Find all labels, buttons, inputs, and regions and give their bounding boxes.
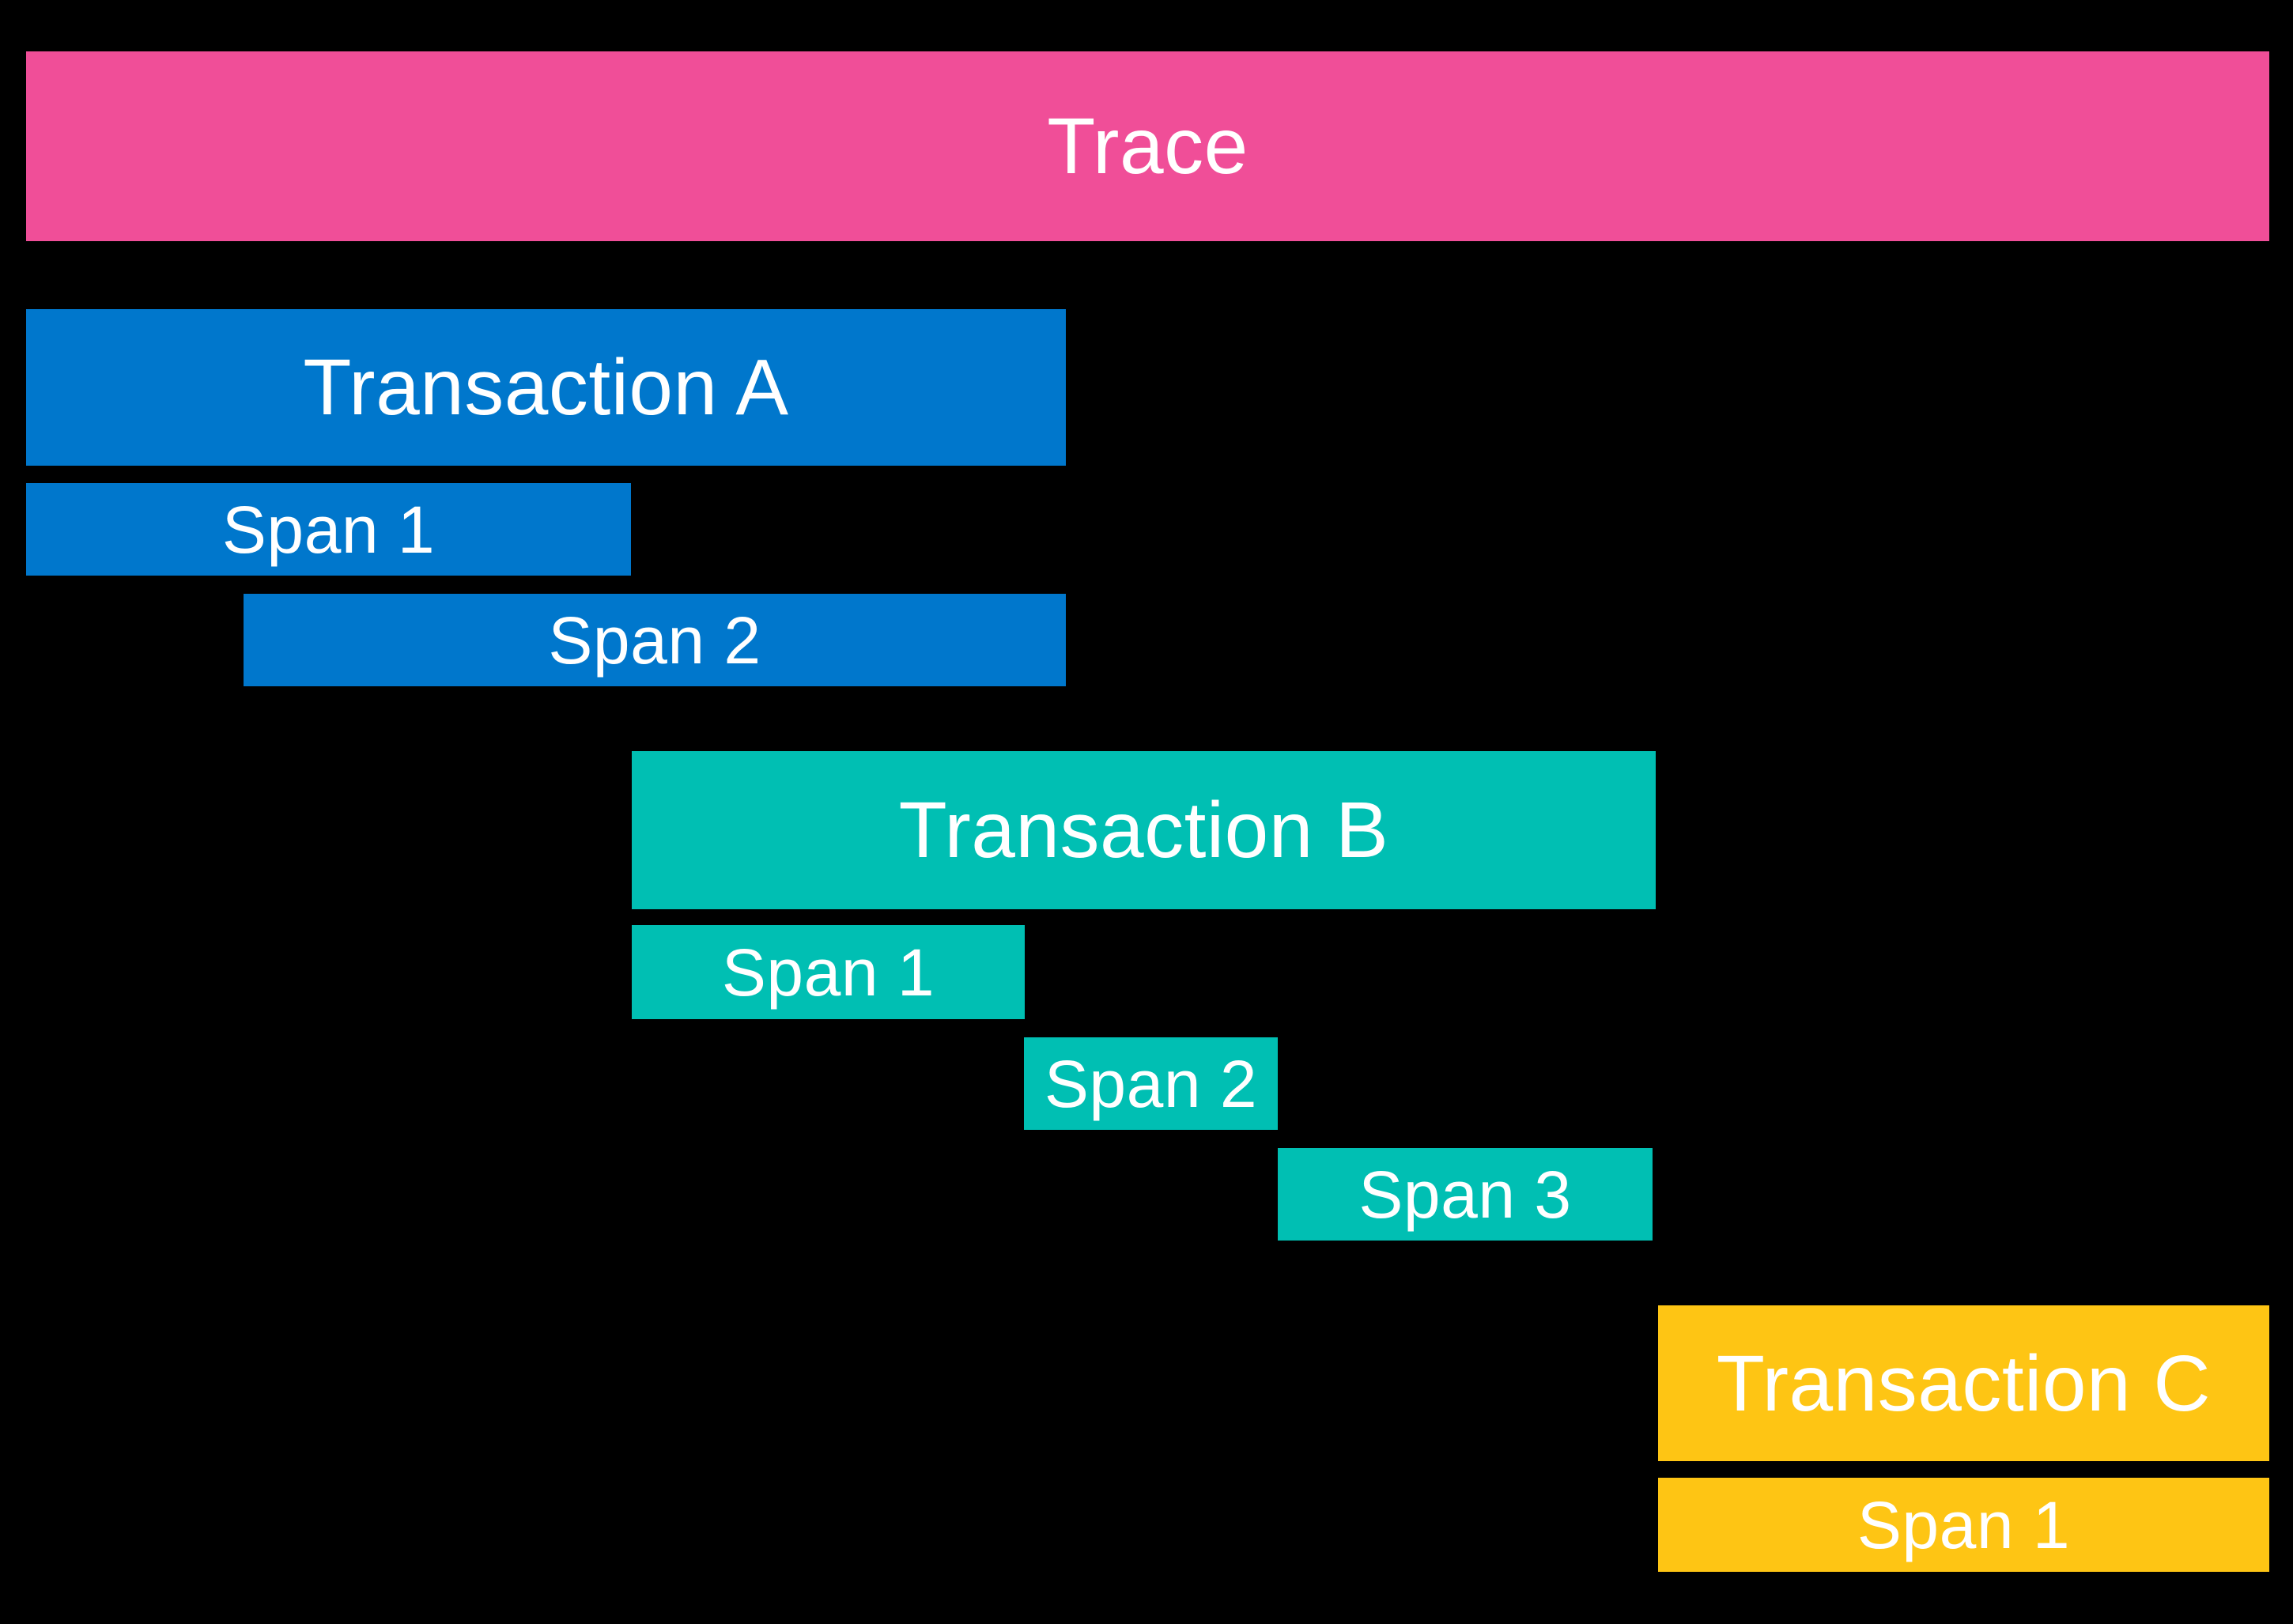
trace-label: Trace [1047, 102, 1248, 191]
transaction-a-span-2-bar: Span 2 [244, 594, 1066, 686]
trace-bar: Trace [26, 51, 2269, 241]
transaction-a-span-2-label: Span 2 [548, 602, 761, 678]
transaction-b-span-2-label: Span 2 [1044, 1046, 1258, 1121]
transaction-b-span-3-bar: Span 3 [1278, 1148, 1653, 1241]
transaction-c-label: Transaction C [1716, 1339, 2212, 1428]
transaction-a-bar: Transaction A [26, 309, 1066, 466]
transaction-b-span-1-bar: Span 1 [632, 925, 1025, 1019]
transaction-b-span-3-label: Span 3 [1358, 1157, 1572, 1232]
transaction-b-label: Transaction B [898, 786, 1389, 874]
transaction-c-span-1-label: Span 1 [1857, 1487, 2071, 1562]
transaction-a-span-1-label: Span 1 [221, 492, 436, 567]
transaction-c-bar: Transaction C [1658, 1305, 2269, 1461]
transaction-b-bar: Transaction B [632, 751, 1656, 909]
transaction-c-span-1-bar: Span 1 [1658, 1478, 2269, 1572]
transaction-b-span-2-bar: Span 2 [1024, 1037, 1278, 1130]
transaction-b-span-1-label: Span 1 [721, 935, 935, 1010]
transaction-a-label: Transaction A [303, 343, 789, 432]
transaction-a-span-1-bar: Span 1 [26, 483, 631, 576]
